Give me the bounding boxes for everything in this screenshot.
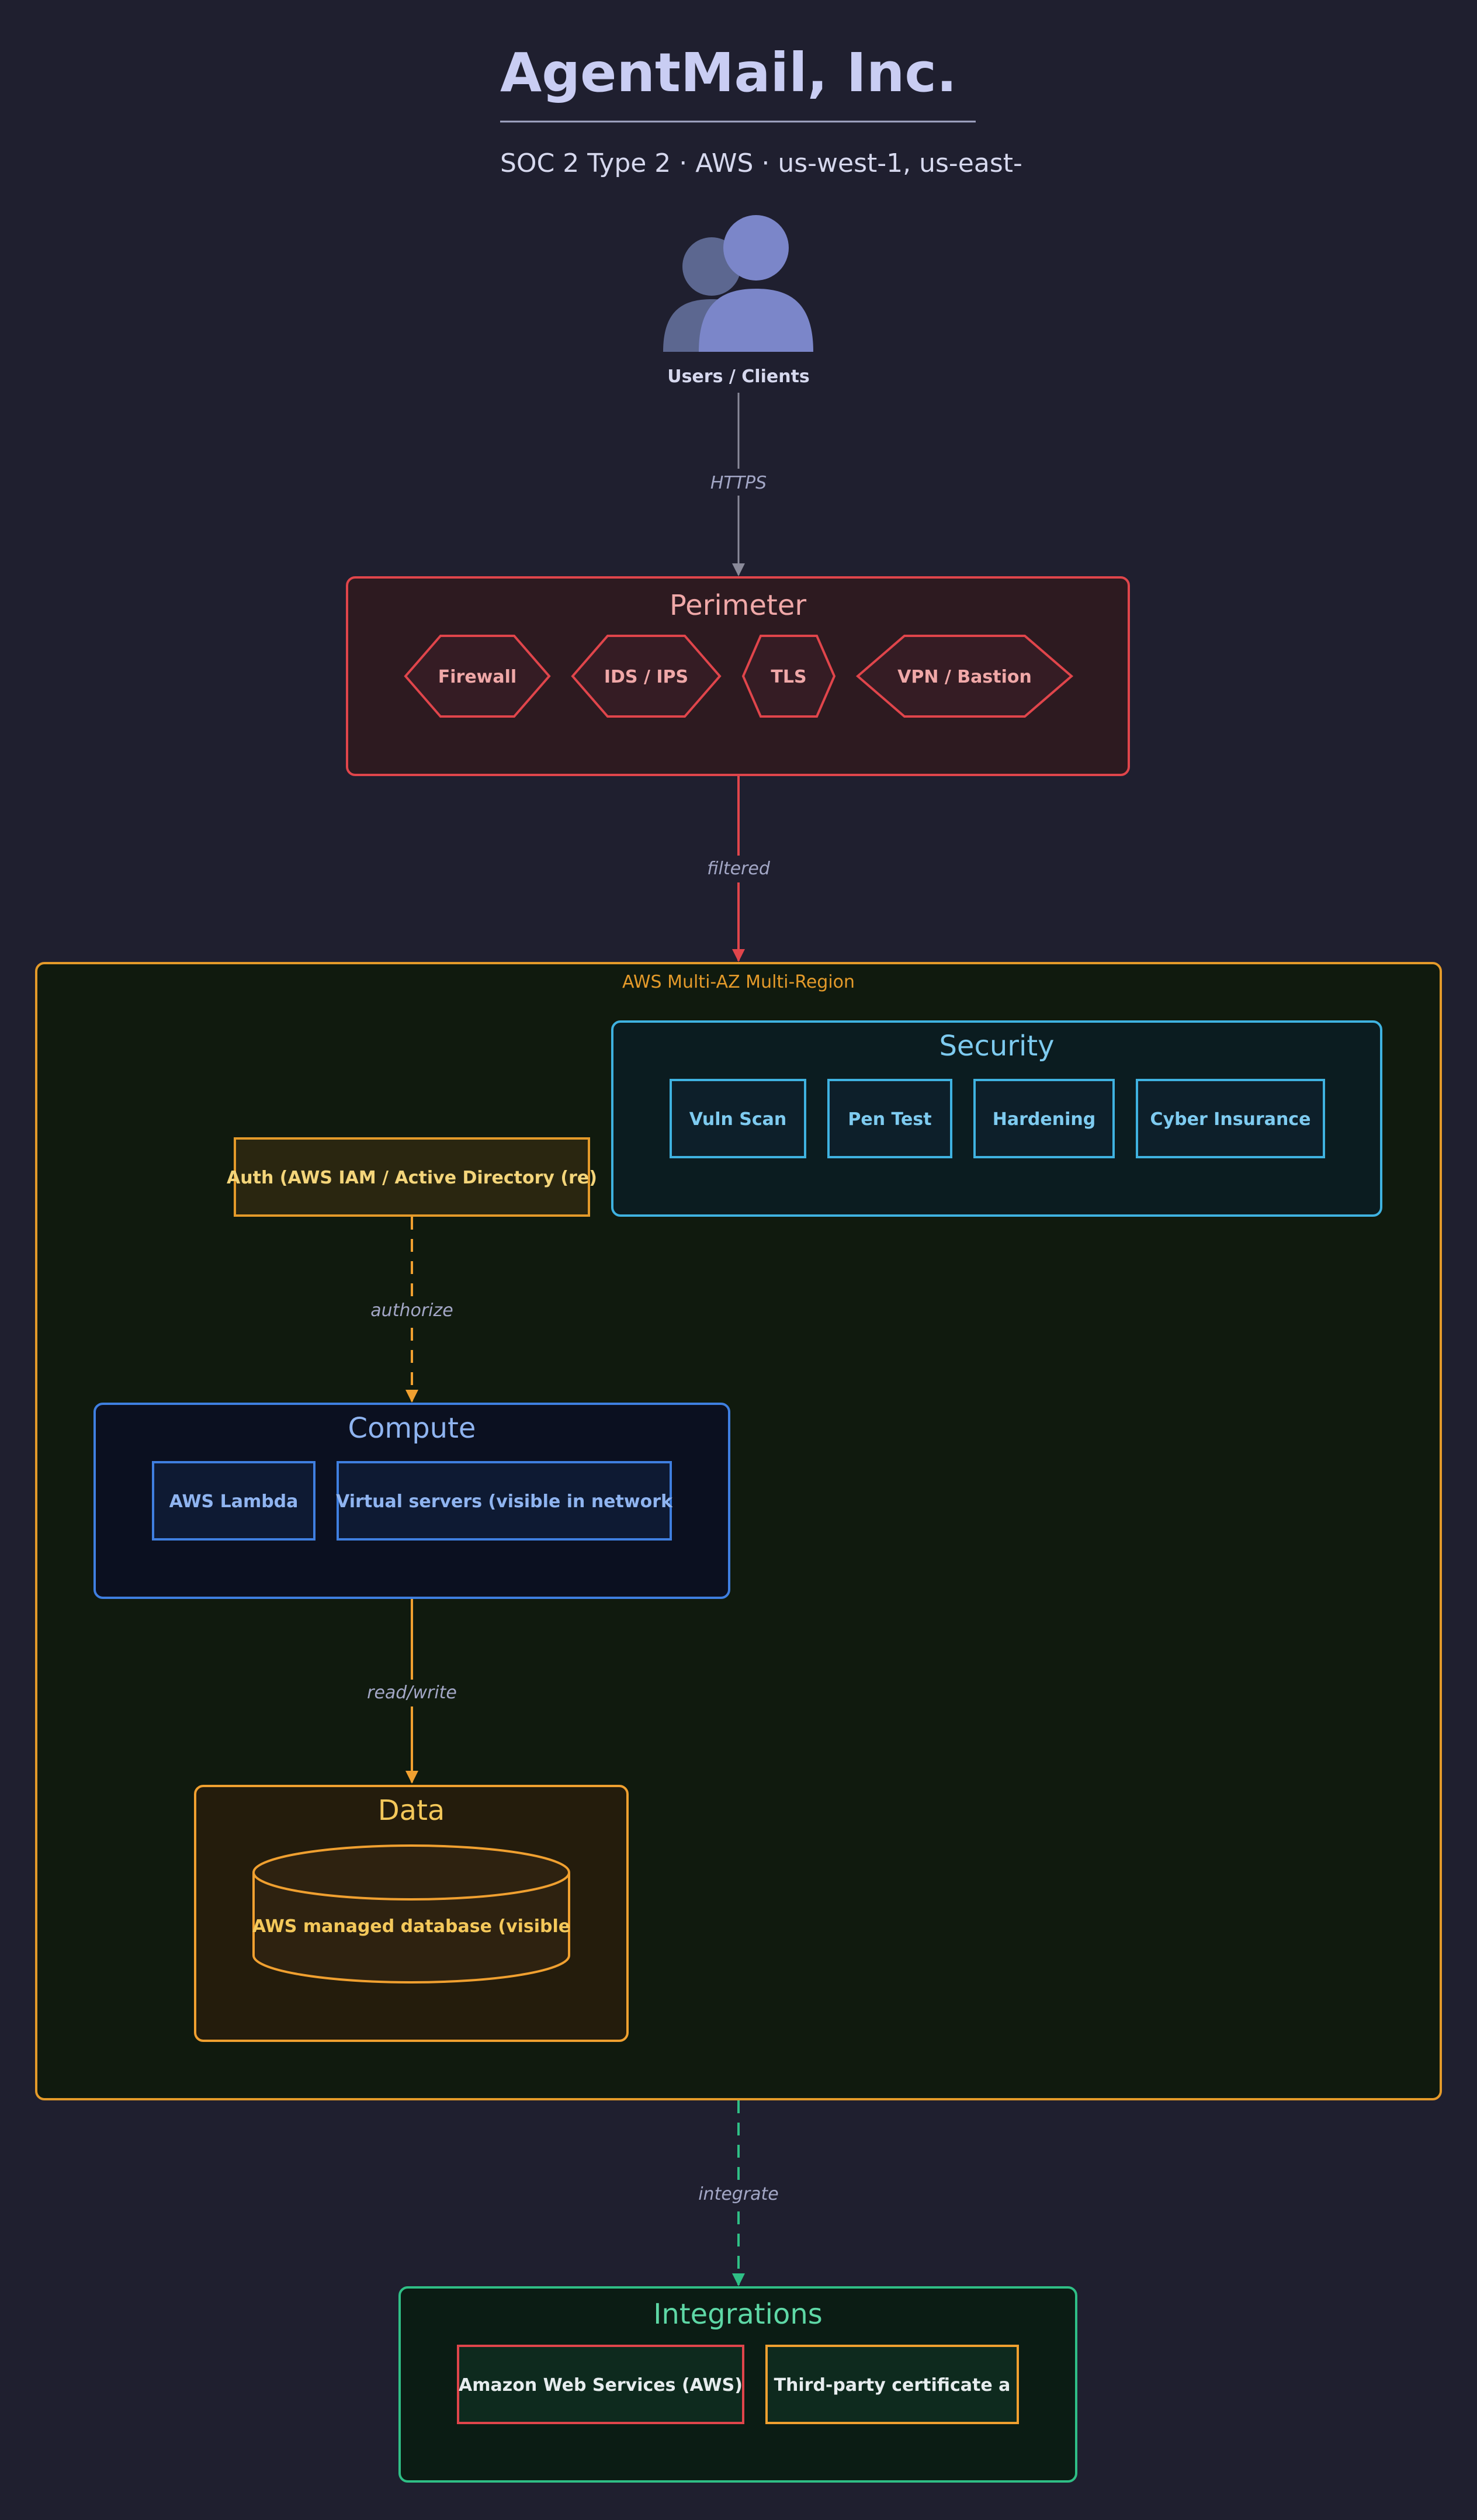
perimeter-item-vpn-bastion bbox=[855, 635, 1074, 718]
data-group: Data AWS managed database (visible bbox=[194, 1785, 629, 2042]
security-item-hardening bbox=[973, 1079, 1115, 1158]
edge-label-authorize: authorize bbox=[370, 1300, 453, 1321]
page-title: AgentMail, Inc. bbox=[500, 41, 957, 104]
auth-node: Auth (AWS IAM / Active Directory (re) bbox=[227, 1137, 597, 1217]
security-item-label: Hardening bbox=[993, 1109, 1095, 1130]
users-icon bbox=[663, 215, 813, 352]
compute-item-aws-lambda bbox=[152, 1461, 315, 1541]
perimeter-item-label: Firewall bbox=[438, 667, 516, 687]
perimeter-item-firewall bbox=[404, 635, 551, 718]
compute-item-virtual-servers bbox=[337, 1461, 672, 1541]
security-item-label: Vuln Scan bbox=[689, 1109, 787, 1130]
integrations-title: Integrations bbox=[653, 2298, 823, 2331]
compute-item-label: Virtual servers (visible in network bbox=[336, 1491, 673, 1512]
edge-label-integrate: integrate bbox=[698, 2184, 779, 2204]
edge-authorize-label-bg bbox=[370, 1297, 453, 1324]
perimeter-group: Perimeter Firewall IDS / IPS TLS VPN / B… bbox=[346, 576, 1130, 776]
perimeter-item-label: TLS bbox=[771, 667, 806, 687]
security-item-vuln-scan bbox=[670, 1079, 806, 1158]
page-subtitle: SOC 2 Type 2 · AWS · us-west-1, us-east- bbox=[500, 148, 1022, 178]
integration-item-label: Amazon Web Services (AWS) bbox=[459, 2375, 743, 2396]
security-item-cyber-insurance bbox=[1136, 1079, 1325, 1158]
data-title: Data bbox=[378, 1794, 445, 1827]
integration-item-third-party-certificate bbox=[765, 2345, 1019, 2424]
database-label: AWS managed database (visible bbox=[252, 1916, 570, 1937]
auth-label: Auth (AWS IAM / Active Directory (re) bbox=[227, 1168, 597, 1188]
edge-label-read-write: read/write bbox=[367, 1683, 457, 1703]
database-icon bbox=[252, 1844, 570, 1984]
security-title: Security bbox=[939, 1030, 1054, 1062]
compute-group: Compute AWS Lambda Virtual servers (visi… bbox=[93, 1403, 730, 1599]
perimeter-title: Perimeter bbox=[670, 589, 806, 622]
users-label: Users / Clients bbox=[667, 366, 810, 387]
perimeter-item-tls bbox=[741, 635, 836, 718]
perimeter-item-label: IDS / IPS bbox=[604, 667, 688, 687]
security-item-label: Cyber Insurance bbox=[1150, 1109, 1311, 1130]
edge-read-write-label-bg bbox=[367, 1680, 457, 1706]
security-group: Security Vuln Scan Pen Test Hardening Cy… bbox=[611, 1020, 1382, 1217]
perimeter-item-label: VPN / Bastion bbox=[897, 667, 1032, 687]
edge-label-https: HTTPS bbox=[710, 473, 767, 493]
integration-item-aws bbox=[457, 2345, 744, 2424]
compute-title: Compute bbox=[348, 1412, 476, 1445]
edge-https-label-bg bbox=[707, 469, 770, 496]
integration-item-label: Third-party certificate a bbox=[774, 2375, 1011, 2396]
integrations-group: Integrations Amazon Web Services (AWS) T… bbox=[398, 2286, 1077, 2483]
aws-region-title: AWS Multi-AZ Multi-Region bbox=[622, 972, 855, 992]
security-item-label: Pen Test bbox=[848, 1109, 931, 1130]
compute-item-label: AWS Lambda bbox=[169, 1491, 299, 1512]
edge-filtered-label-bg bbox=[703, 856, 774, 882]
security-item-pen-test bbox=[827, 1079, 952, 1158]
edge-label-filtered: filtered bbox=[707, 859, 771, 879]
edge-integrate-label-bg bbox=[699, 2181, 778, 2208]
perimeter-item-ids-ips bbox=[571, 635, 722, 718]
